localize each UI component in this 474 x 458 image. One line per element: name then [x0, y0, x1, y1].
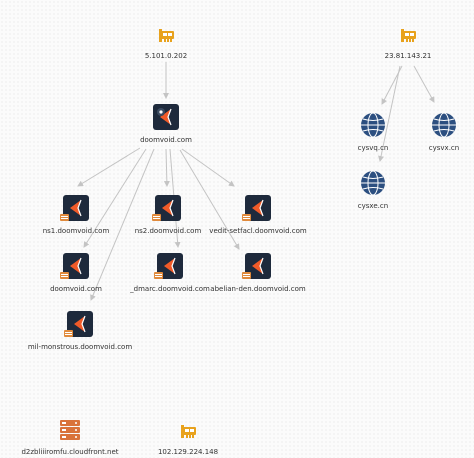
domain-icon [242, 253, 271, 279]
server-badge-icon [154, 272, 163, 279]
edge-doomvoid-to-milmonstrous [90, 148, 155, 301]
edge-doomvoid-to-vedit [181, 148, 235, 187]
server-badge-icon [64, 330, 73, 337]
domain-node-ns2[interactable]: ns2.doomvoid.com [83, 195, 253, 236]
domain-node-vedit-setfacl[interactable]: vedit-setfacl.doomvoid.com [173, 195, 343, 236]
globe-icon [431, 112, 457, 138]
domain-icon [64, 311, 93, 337]
domain-node-cysvq[interactable]: cysvq.cn [288, 112, 458, 153]
domain-node-cysxe[interactable]: cysxe.cn [288, 170, 458, 211]
edge-doomvoid-to-ns1 [77, 147, 141, 187]
node-label: doomvoid.com [50, 285, 102, 293]
node-label: ns2.doomvoid.com [134, 227, 202, 235]
node-label: 23.81.143.21 [384, 52, 432, 60]
network-card-icon [155, 24, 177, 46]
domain-node-doomvoid-root[interactable]: doomvoid.com [81, 104, 251, 145]
server-badge-icon [152, 214, 161, 221]
domain-icon [153, 104, 179, 130]
dns-node-cloudfront[interactable]: d2zbliiiromfu.cloudfront.net [0, 418, 155, 457]
node-label: vedit-setfacl.doomvoid.com [209, 227, 307, 235]
domain-icon [60, 253, 89, 279]
globe-icon [360, 112, 386, 138]
server-badge-icon [242, 214, 251, 221]
node-label: mil-monstrous.doomvoid.com [27, 343, 133, 351]
node-label: cysxe.cn [357, 202, 389, 210]
network-card-icon [177, 420, 199, 442]
edge-doomvoid-to-doomvoid2 [83, 148, 147, 248]
gear-icon [157, 108, 165, 116]
domain-node-mil-monstrous[interactable]: mil-monstrous.doomvoid.com [0, 311, 165, 352]
domain-icon [152, 195, 181, 221]
domain-node-ns1[interactable]: ns1.doomvoid.com [0, 195, 161, 236]
node-label: _dmarc.doomvoid.com [130, 285, 210, 293]
edge-ip-to-cysvx [413, 65, 435, 103]
domain-icon [60, 195, 89, 221]
server-badge-icon [60, 214, 69, 221]
ip-node-102-129-224-148[interactable]: 102.129.224.148 [103, 420, 273, 457]
server-badge-icon [242, 272, 251, 279]
server-badge-icon [60, 272, 69, 279]
domain-node-cysvx[interactable]: cysvx.cn [359, 112, 474, 153]
node-label: 5.101.0.202 [144, 52, 188, 60]
node-label: abelian-den.doomvoid.com [210, 285, 306, 293]
node-label: 102.129.224.148 [157, 448, 219, 456]
edge-doomvoid-to-ns2 [163, 148, 170, 187]
domain-icon [242, 195, 271, 221]
node-label: ns1.doomvoid.com [42, 227, 110, 235]
edge-doomvoid-to-abelian [179, 149, 240, 250]
node-label: cysvq.cn [357, 144, 389, 152]
node-label: cysvx.cn [428, 144, 460, 152]
dns-server-icon [58, 418, 82, 442]
network-card-icon [397, 24, 419, 46]
domain-node-doomvoid-2[interactable]: doomvoid.com [0, 253, 161, 294]
node-label: doomvoid.com [140, 136, 192, 144]
domain-node-abelian-den[interactable]: abelian-den.doomvoid.com [173, 253, 343, 294]
domain-node-dmarc[interactable]: _dmarc.doomvoid.com [85, 253, 255, 294]
globe-icon [360, 170, 386, 196]
edge-ip-to-cysxe [378, 65, 401, 162]
node-label: d2zbliiiromfu.cloudfront.net [21, 448, 119, 456]
domain-icon [154, 253, 183, 279]
ip-node-5-101-0-202[interactable]: 5.101.0.202 [81, 24, 251, 61]
ip-node-23-81-143-21[interactable]: 23.81.143.21 [323, 24, 474, 61]
